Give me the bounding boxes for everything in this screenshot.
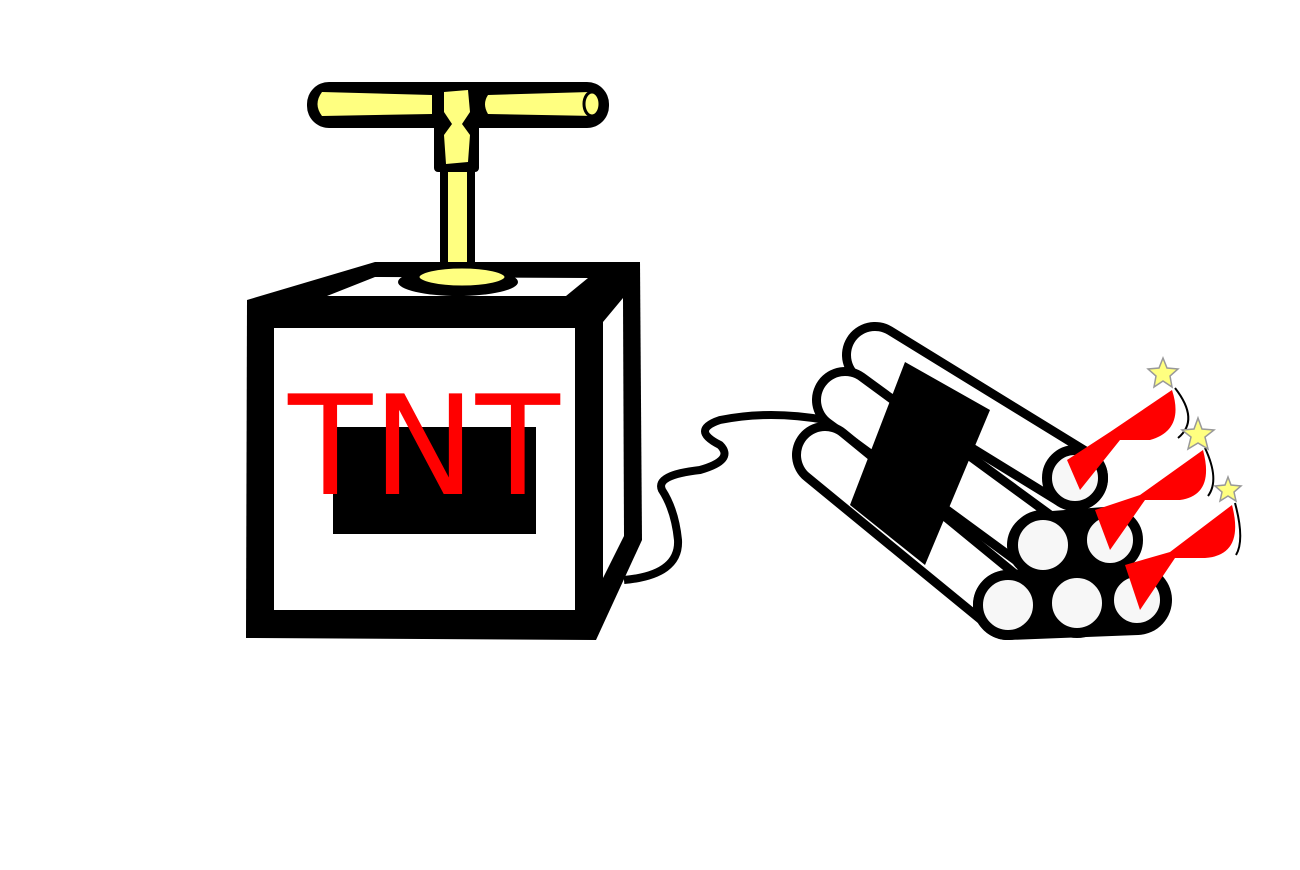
detonator-box: TNT [246,262,642,640]
spark-icon [1180,415,1216,451]
plunger-handle [307,82,609,265]
spark-icon [1213,474,1243,503]
spark-icon [1146,355,1180,389]
spark-icons [1146,355,1243,503]
tnt-label: TNT [287,366,561,527]
label-panel [333,427,536,534]
fuses [1067,387,1242,610]
dynamite-bundle [792,322,1172,640]
detonator-wire [623,411,826,584]
